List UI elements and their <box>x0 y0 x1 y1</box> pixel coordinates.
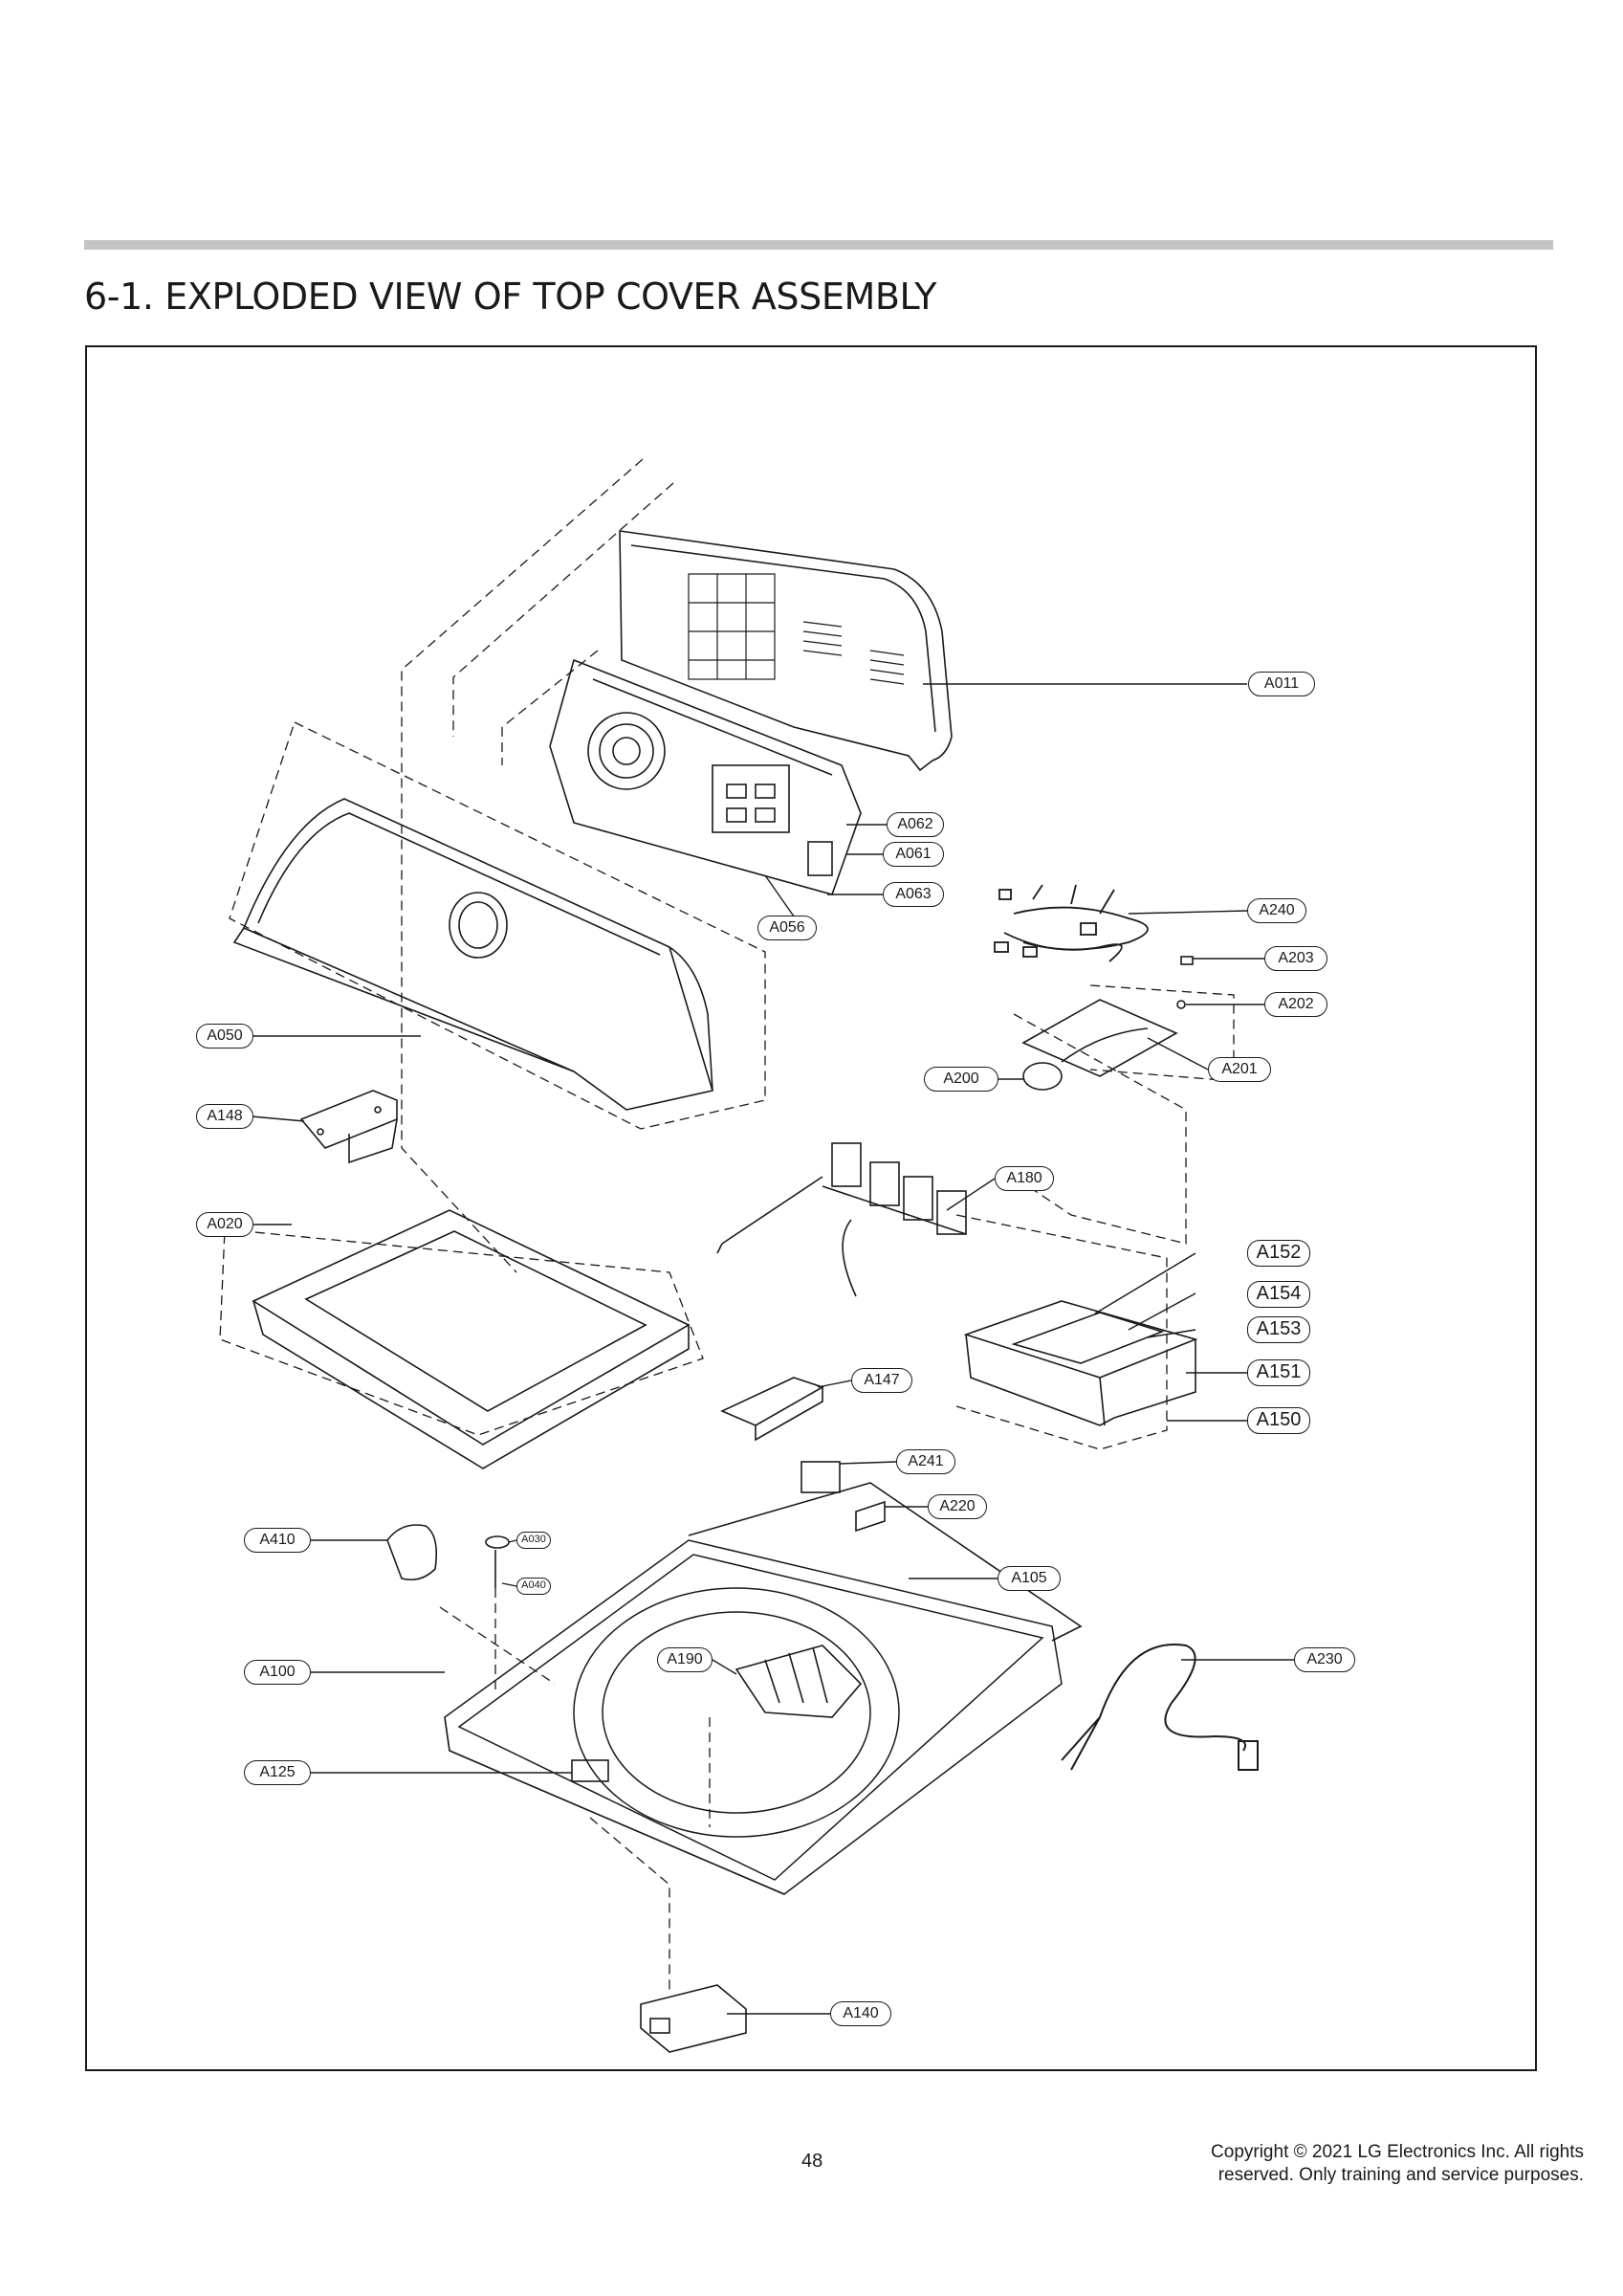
copyright-line-2: reserved. Only training and service purp… <box>1217 2165 1584 2185</box>
callout-A030: A030 <box>516 1532 551 1549</box>
callout-A056: A056 <box>757 916 817 940</box>
callout-A200: A200 <box>924 1067 998 1092</box>
callout-A150: A150 <box>1247 1407 1310 1434</box>
part-A100-top-cover <box>444 1539 1063 1895</box>
callout-A151: A151 <box>1247 1359 1310 1386</box>
part-A148-hinge-bracket <box>299 1090 398 1164</box>
part-A050-control-panel <box>232 798 713 1111</box>
callout-A240: A240 <box>1247 898 1306 923</box>
page-number: 48 <box>801 2151 823 2172</box>
callout-A190: A190 <box>657 1647 713 1672</box>
part-A147-bracket <box>720 1377 824 1442</box>
part-A203-clip <box>1180 956 1194 965</box>
callout-A147: A147 <box>851 1368 912 1393</box>
part-A240-wire-harness <box>994 884 1149 962</box>
part-A241-filter <box>801 1461 841 1493</box>
part-A410-detergent-cup <box>386 1524 438 1581</box>
diagram-frame <box>85 345 1537 2071</box>
page-title: 6-1. EXPLODED VIEW OF TOP COVER ASSEMBLY <box>84 276 937 318</box>
part-A140-lid-lock <box>640 1984 747 2053</box>
callout-A241: A241 <box>896 1449 955 1474</box>
part-A230-power-cord <box>1061 1643 1259 1771</box>
callout-A061: A061 <box>883 842 944 867</box>
callout-A011: A011 <box>1248 672 1315 696</box>
part-A062-control-pcb <box>549 658 862 895</box>
callout-A201: A201 <box>1208 1057 1271 1082</box>
part-A190-dispenser-housing <box>735 1645 863 1718</box>
part-A105-rear-frame <box>688 1482 1083 1642</box>
callout-A153: A153 <box>1247 1316 1310 1343</box>
callout-A062: A062 <box>887 812 944 837</box>
callout-A105: A105 <box>998 1566 1061 1591</box>
part-A150-detergent-drawer <box>963 1300 1198 1426</box>
callout-A140: A140 <box>830 2001 891 2026</box>
copyright-line-1: Copyright © 2021 LG Electronics Inc. All… <box>1211 2142 1584 2162</box>
assembly-guide-lines <box>219 458 1235 1990</box>
part-A011-rear-panel <box>619 530 953 772</box>
leader-lines <box>251 683 1294 2015</box>
callout-A040: A040 <box>516 1578 551 1595</box>
callout-A050: A050 <box>196 1024 253 1049</box>
callout-A230: A230 <box>1294 1647 1355 1672</box>
callout-A203: A203 <box>1264 946 1327 971</box>
part-A030-A040-screws <box>485 1535 510 1588</box>
part-A202-clip <box>1176 1000 1186 1009</box>
callout-A063: A063 <box>883 882 944 907</box>
part-A220-bracket <box>855 1500 886 1533</box>
callout-A154: A154 <box>1247 1281 1310 1308</box>
callout-A020: A020 <box>196 1212 253 1237</box>
callout-A152: A152 <box>1247 1240 1310 1267</box>
part-A180-inlet-valve <box>716 1142 967 1297</box>
part-A200-pressure-sensor <box>1021 999 1178 1091</box>
header-rule <box>84 240 1553 250</box>
callout-A100: A100 <box>244 1660 311 1685</box>
callout-A220: A220 <box>928 1494 987 1519</box>
callout-A125: A125 <box>244 1760 311 1785</box>
callout-A410: A410 <box>244 1528 311 1553</box>
part-A125-lid-switch <box>571 1759 609 1782</box>
callout-A180: A180 <box>995 1166 1054 1191</box>
callout-A202: A202 <box>1264 992 1327 1017</box>
copyright-notice: Copyright © 2021 LG Electronics Inc. All… <box>1211 2141 1584 2187</box>
callout-A148: A148 <box>196 1104 253 1129</box>
part-A020-lid <box>252 1209 691 1469</box>
